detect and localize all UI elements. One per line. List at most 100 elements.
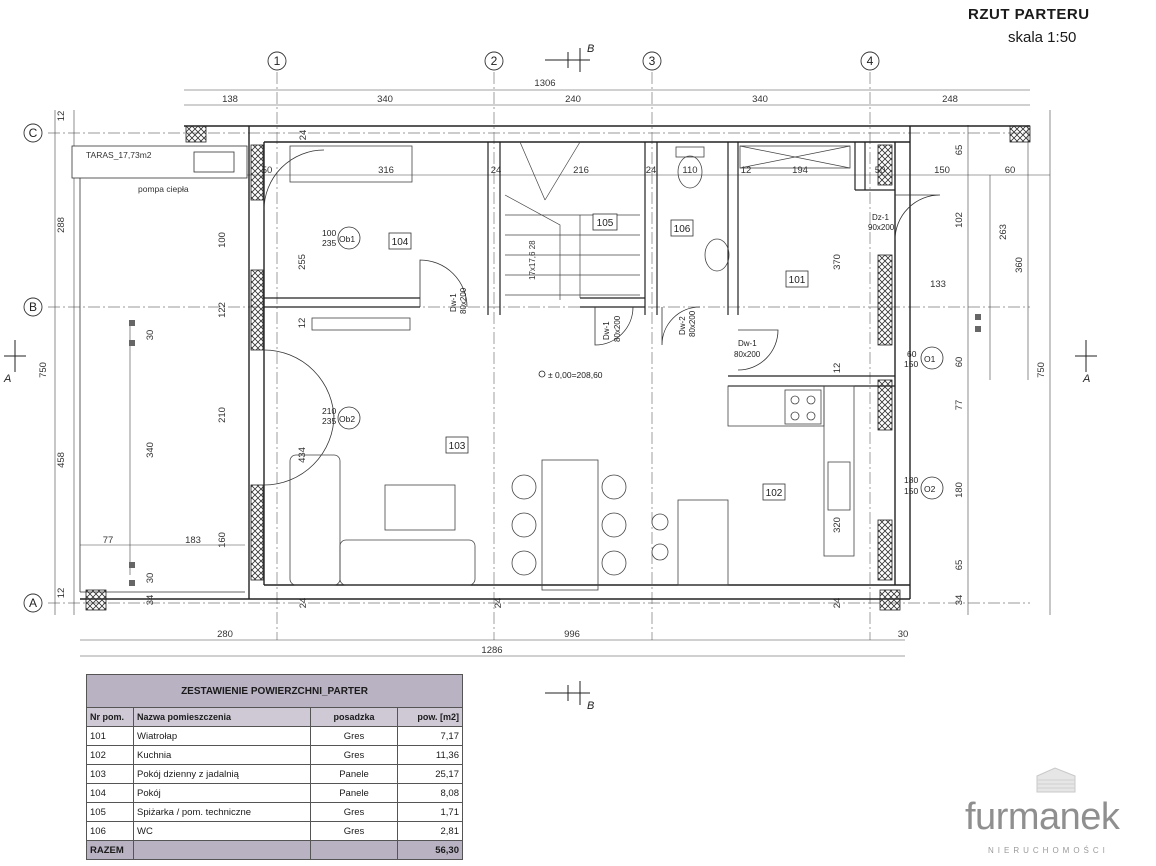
axis-label-1: 1 — [274, 54, 281, 68]
stool — [651, 513, 669, 531]
cell-nr: 102 — [86, 745, 134, 765]
axis-label-a: A — [29, 596, 37, 610]
dim-misc-77: 77 — [103, 535, 114, 546]
cell-area: 1,71 — [397, 802, 463, 822]
chair — [601, 474, 627, 500]
dim-top-3: 340 — [752, 94, 768, 105]
wall-insulation — [85, 125, 1031, 611]
dim-r1-14: 60 — [1005, 165, 1016, 176]
axis-bubble-3 — [642, 51, 662, 71]
dim-r1-5: 24 — [491, 165, 502, 176]
cell-floor: Gres — [310, 821, 398, 841]
cell-floor: Gres — [310, 745, 398, 765]
cell-area: 2,81 — [397, 821, 463, 841]
chair — [511, 550, 537, 576]
dim-li-160: 160 — [217, 532, 228, 548]
dim-bot-1: 996 — [564, 629, 580, 640]
room-102: 102 — [766, 488, 783, 499]
cell-area: 8,08 — [397, 783, 463, 803]
window-ob1: Ob1 — [339, 234, 355, 244]
window-o1-w: 60 — [907, 349, 917, 359]
axis-bubble-4 — [860, 51, 880, 71]
drawing-scale: skala 1:50 — [1008, 29, 1077, 46]
level-mark: ± 0,00=208,60 — [538, 370, 603, 380]
axis-bubble-2 — [484, 51, 504, 71]
cell-nr: 103 — [86, 764, 134, 784]
dim-right-34: 34 — [954, 595, 965, 606]
chair — [511, 512, 537, 538]
chair — [601, 512, 627, 538]
dim-top-4: 248 — [942, 94, 958, 105]
table-total-row: RAZEM 56,30 — [86, 840, 463, 860]
door-dz1: Dz-1 — [872, 213, 889, 222]
dim-right-133: 133 — [930, 279, 946, 290]
dim-li-100: 100 — [217, 232, 228, 248]
dim-left-288: 288 — [56, 217, 67, 233]
drawing-title-block: RZUT PARTERU skala 1:50 — [968, 6, 1128, 46]
dim-left-12a: 12 — [56, 111, 67, 122]
cell-floor: Panele — [310, 764, 398, 784]
room-tags: 104 105 106 101 103 102 — [388, 213, 809, 501]
table-header-row: Nr pom. Nazwa pomieszczenia posadzka pow… — [86, 707, 463, 727]
col-area: pow. [m2] — [397, 707, 463, 727]
external-walls — [80, 125, 1030, 600]
dim-misc-34a: 34 — [145, 595, 156, 606]
dim-misc-24b: 24 — [298, 598, 309, 609]
internal-walls — [264, 142, 895, 387]
door-dw1-c-size: 80x200 — [734, 350, 761, 359]
table-row: 103 Pokój dzienny z jadalnią Panele 25,1… — [86, 764, 463, 784]
axis-bubble-b — [23, 297, 43, 317]
window-ob1-w: 100 — [322, 228, 336, 238]
dim-li-122: 122 — [217, 302, 228, 318]
axis-bubble-c — [23, 123, 43, 143]
dim-left-750: 750 — [38, 362, 49, 378]
cell-name: Pokój dzienny z jadalnią — [133, 764, 311, 784]
dim-r1-7: 24 — [646, 165, 657, 176]
table-title: ZESTAWIENIE POWIERZCHNI_PARTER — [86, 674, 463, 708]
drawing-title: RZUT PARTERU — [968, 6, 1090, 23]
door-tags: Dw-1 80x200 Dw-1 80x200 Dw-2 80x200 Dw-1… — [449, 213, 895, 359]
axis-label-4: 4 — [867, 54, 874, 68]
radiator — [311, 317, 411, 331]
axis-label-3: 3 — [649, 54, 656, 68]
cell-floor: Panele — [310, 783, 398, 803]
table-row: 105 Spiżarka / pom. techniczne Gres 1,71 — [86, 802, 463, 822]
door-dw1-c: Dw-1 — [738, 339, 757, 348]
cell-area: 11,36 — [397, 745, 463, 765]
stool — [651, 543, 669, 561]
dim-right-60: 60 — [954, 357, 965, 368]
dining-table — [541, 459, 599, 591]
door-dz1-size: 90x200 — [868, 223, 895, 232]
cell-name: Wiatrołap — [133, 726, 311, 746]
section-markers — [4, 48, 1097, 705]
window-o2-w: 180 — [904, 475, 918, 485]
window-tags: Ob1 100 235 Ob2 210 235 O1 60 150 O2 180… — [322, 226, 944, 500]
staircase — [504, 141, 640, 300]
window-ob2: Ob2 — [339, 414, 355, 424]
hob — [784, 389, 822, 425]
dim-misc-340: 340 — [145, 442, 156, 458]
heat-pump-label: pompa ciepła — [138, 184, 189, 194]
axis-bubble-a — [23, 593, 43, 613]
cell-name: Spiżarka / pom. techniczne — [133, 802, 311, 822]
section-a-right: A — [1082, 373, 1090, 385]
dim-bot-total: 1286 — [481, 645, 502, 656]
kitchen-sink — [827, 461, 851, 511]
dim-misc-320: 320 — [832, 517, 843, 533]
col-floor: posadzka — [310, 707, 398, 727]
desk — [289, 145, 413, 183]
dim-r1-10: 194 — [792, 165, 808, 176]
dim-r1-3: 50 — [262, 165, 273, 176]
table-row: 101 Wiatrołap Gres 7,17 — [86, 726, 463, 746]
table-row: 102 Kuchnia Gres 11,36 — [86, 745, 463, 765]
col-nr: Nr pom. — [86, 707, 134, 727]
table-row: 106 WC Gres 2,81 — [86, 821, 463, 841]
dim-misc-24d: 24 — [832, 598, 843, 609]
grid-axes — [48, 72, 1030, 640]
cell-floor: Gres — [310, 726, 398, 746]
total-label: RAZEM — [86, 840, 134, 860]
coffee-table — [384, 484, 456, 531]
dim-top-total: 1306 — [534, 78, 555, 89]
axis-label-c: C — [29, 126, 38, 140]
